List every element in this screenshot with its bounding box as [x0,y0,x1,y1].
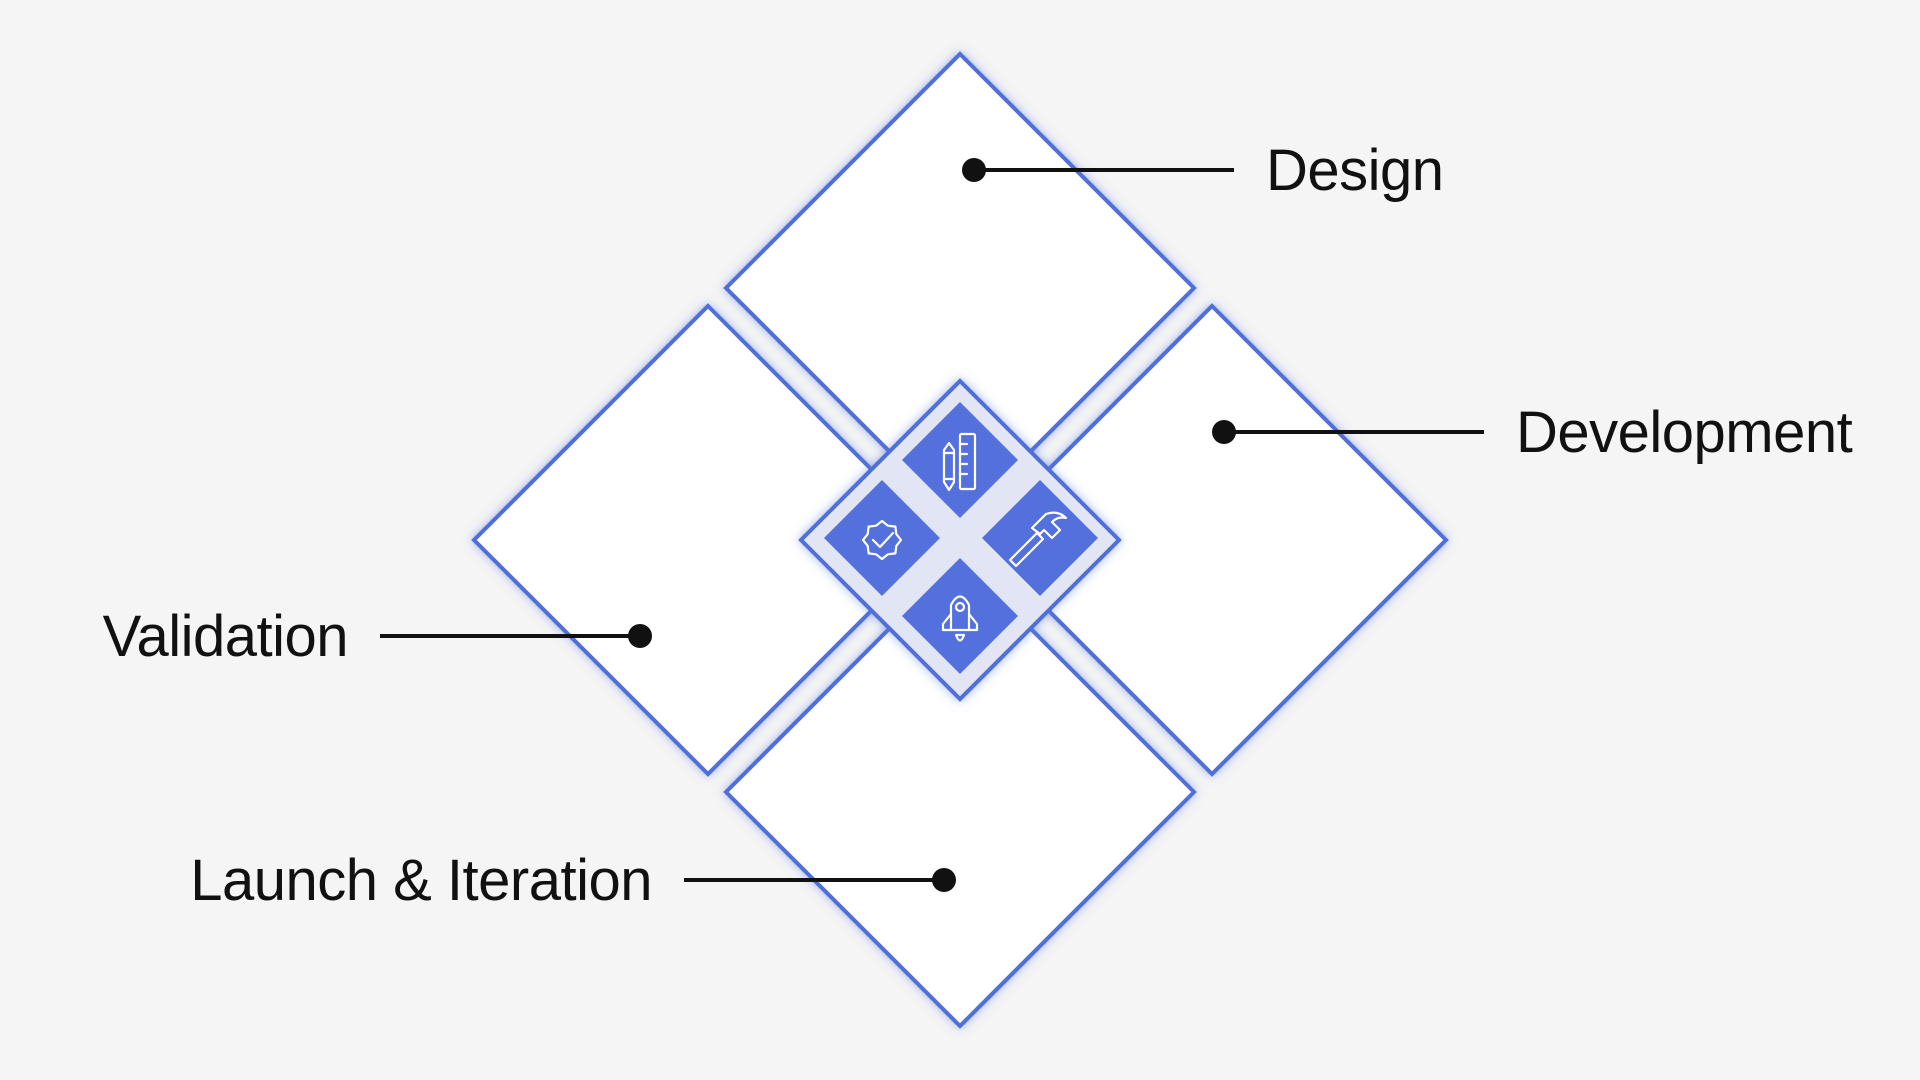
validation-icon-tile [824,480,940,596]
design-marker [962,158,986,182]
pencil-ruler-icon [942,432,977,492]
development-diamond [975,303,1449,777]
validation-diamond [471,303,945,777]
development-label: Development [1516,400,1853,465]
launch-marker [932,868,956,892]
badge-check-icon [861,519,903,561]
validation-label: Validation [103,604,348,669]
design-label: Design [1266,138,1444,203]
launch-diamond [723,555,1197,1029]
development-icon-tile [982,480,1098,596]
hammer-icon [1008,511,1068,568]
design-callout: Design [962,138,1444,203]
rocket-icon [941,595,979,642]
launch-icon-tile [902,558,1018,674]
validation-callout: Validation [103,604,652,669]
design-icon-tile [902,402,1018,518]
center-hub [798,378,1122,702]
development-marker [1212,420,1236,444]
launch-label: Launch & Iteration [190,848,652,913]
launch-callout: Launch & Iteration [190,848,956,913]
validation-marker [628,624,652,648]
development-callout: Development [1212,400,1853,465]
